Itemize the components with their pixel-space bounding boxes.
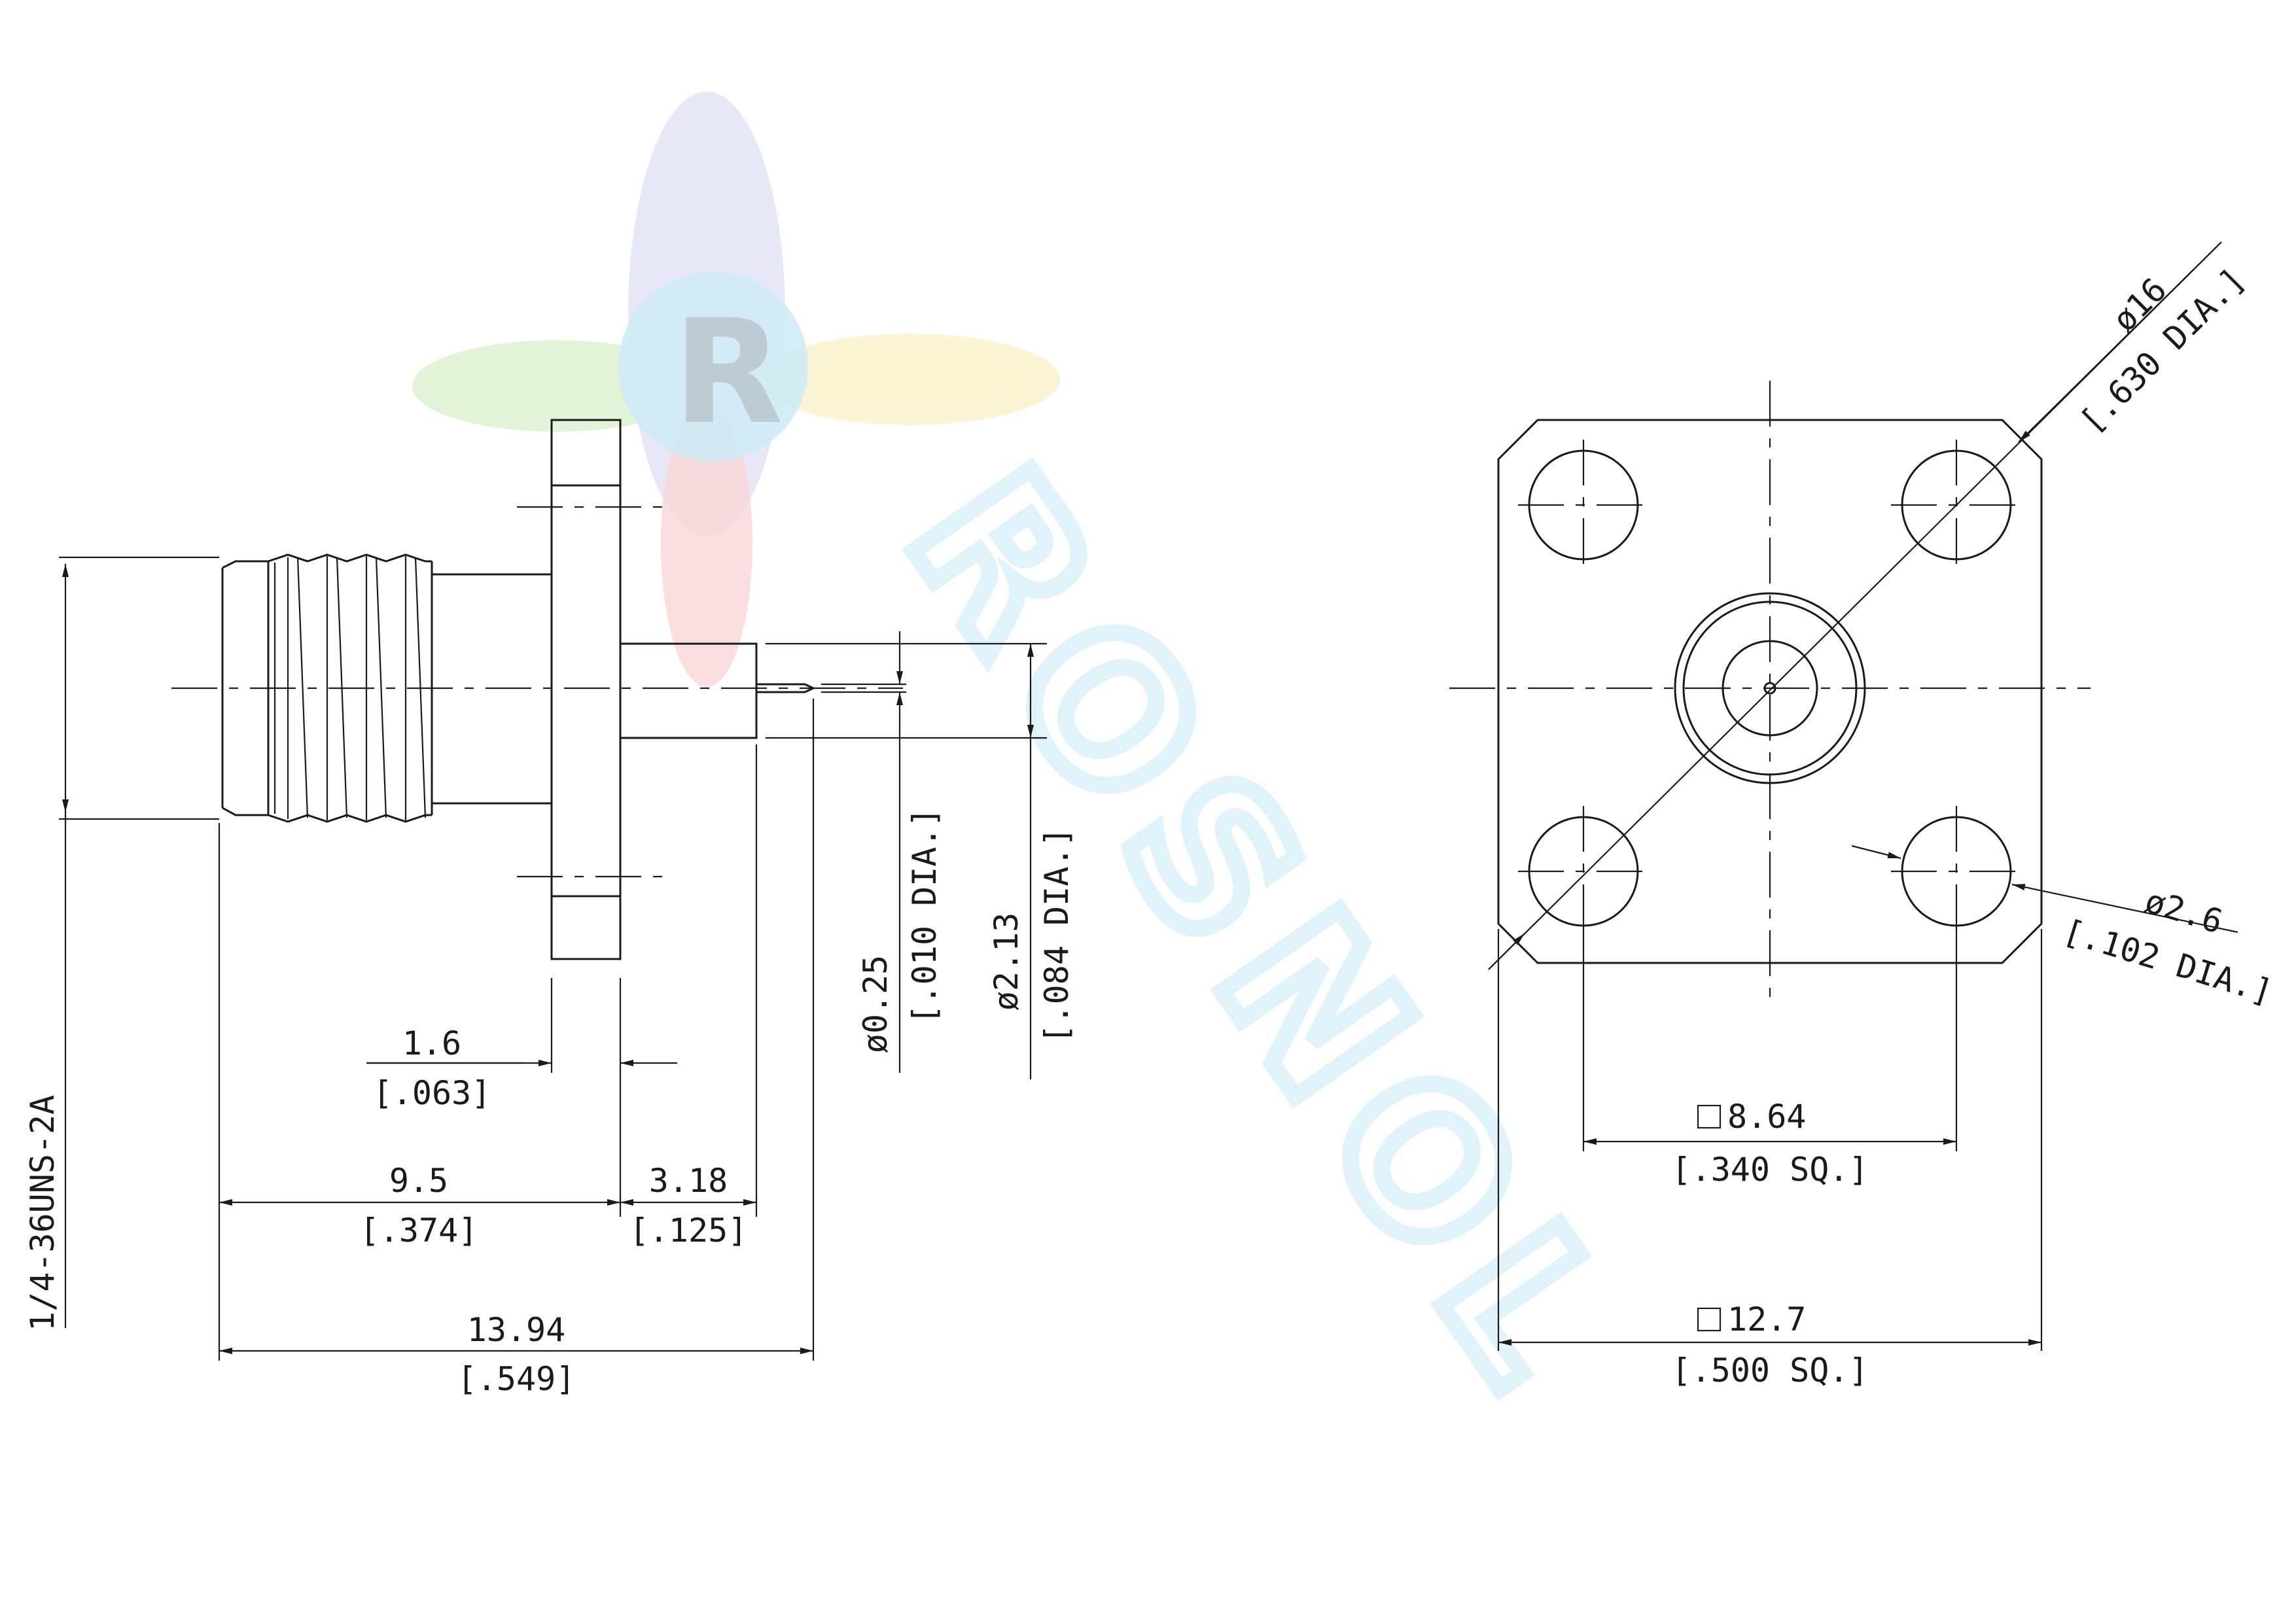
overall-length-mm: 13.94: [467, 1311, 566, 1349]
body-length-mm: 9.5: [389, 1162, 448, 1200]
watermark-logo-letter: R: [673, 288, 783, 456]
hole-spacing-mm: 8.64: [1727, 1098, 1806, 1136]
dielectric-length-mm: 3.18: [649, 1162, 728, 1200]
flange-thickness-inch: [.063]: [373, 1074, 491, 1112]
thread-label: 1/4-36UNS-2A: [24, 1095, 62, 1331]
watermark: R ROSNOL: [412, 92, 1676, 1450]
flange-thickness-mm: 1.6: [402, 1024, 461, 1062]
hole-diameter-mm: ø2.6: [2140, 882, 2227, 941]
side-view: [59, 419, 1047, 1361]
threaded-coupling: [221, 553, 432, 823]
flange-size-inch: [.500 SQ.]: [1671, 1352, 1868, 1389]
front-view: [1449, 241, 2238, 1351]
watermark-logo: R: [412, 92, 1060, 687]
center-pin: [756, 683, 816, 693]
hole-diameter-inch: [.102 DIA.]: [2058, 912, 2277, 1011]
dielectric-diameter-mm: ø2.13: [987, 913, 1025, 1011]
pin-diameter-inch: [.010 DIA.]: [906, 807, 944, 1024]
pin-diameter-mm: ø0.25: [857, 955, 894, 1054]
dielectric-diameter-inch: [.084 DIA.]: [1038, 827, 1076, 1043]
overall-length-inch: [.549]: [457, 1360, 576, 1398]
body-length-inch: [.374]: [360, 1212, 478, 1249]
flange-outline: [1497, 419, 2043, 964]
dielectric-length-inch: [.125]: [629, 1212, 748, 1249]
flange-size-mm: 12.7: [1727, 1300, 1806, 1338]
flange-side: [550, 419, 622, 960]
dielectric: [619, 642, 758, 739]
hole-spacing-inch: [.340 SQ.]: [1671, 1151, 1868, 1189]
center-connector: [1674, 592, 1866, 784]
watermark-brand: ROSNOL: [865, 432, 1667, 1442]
